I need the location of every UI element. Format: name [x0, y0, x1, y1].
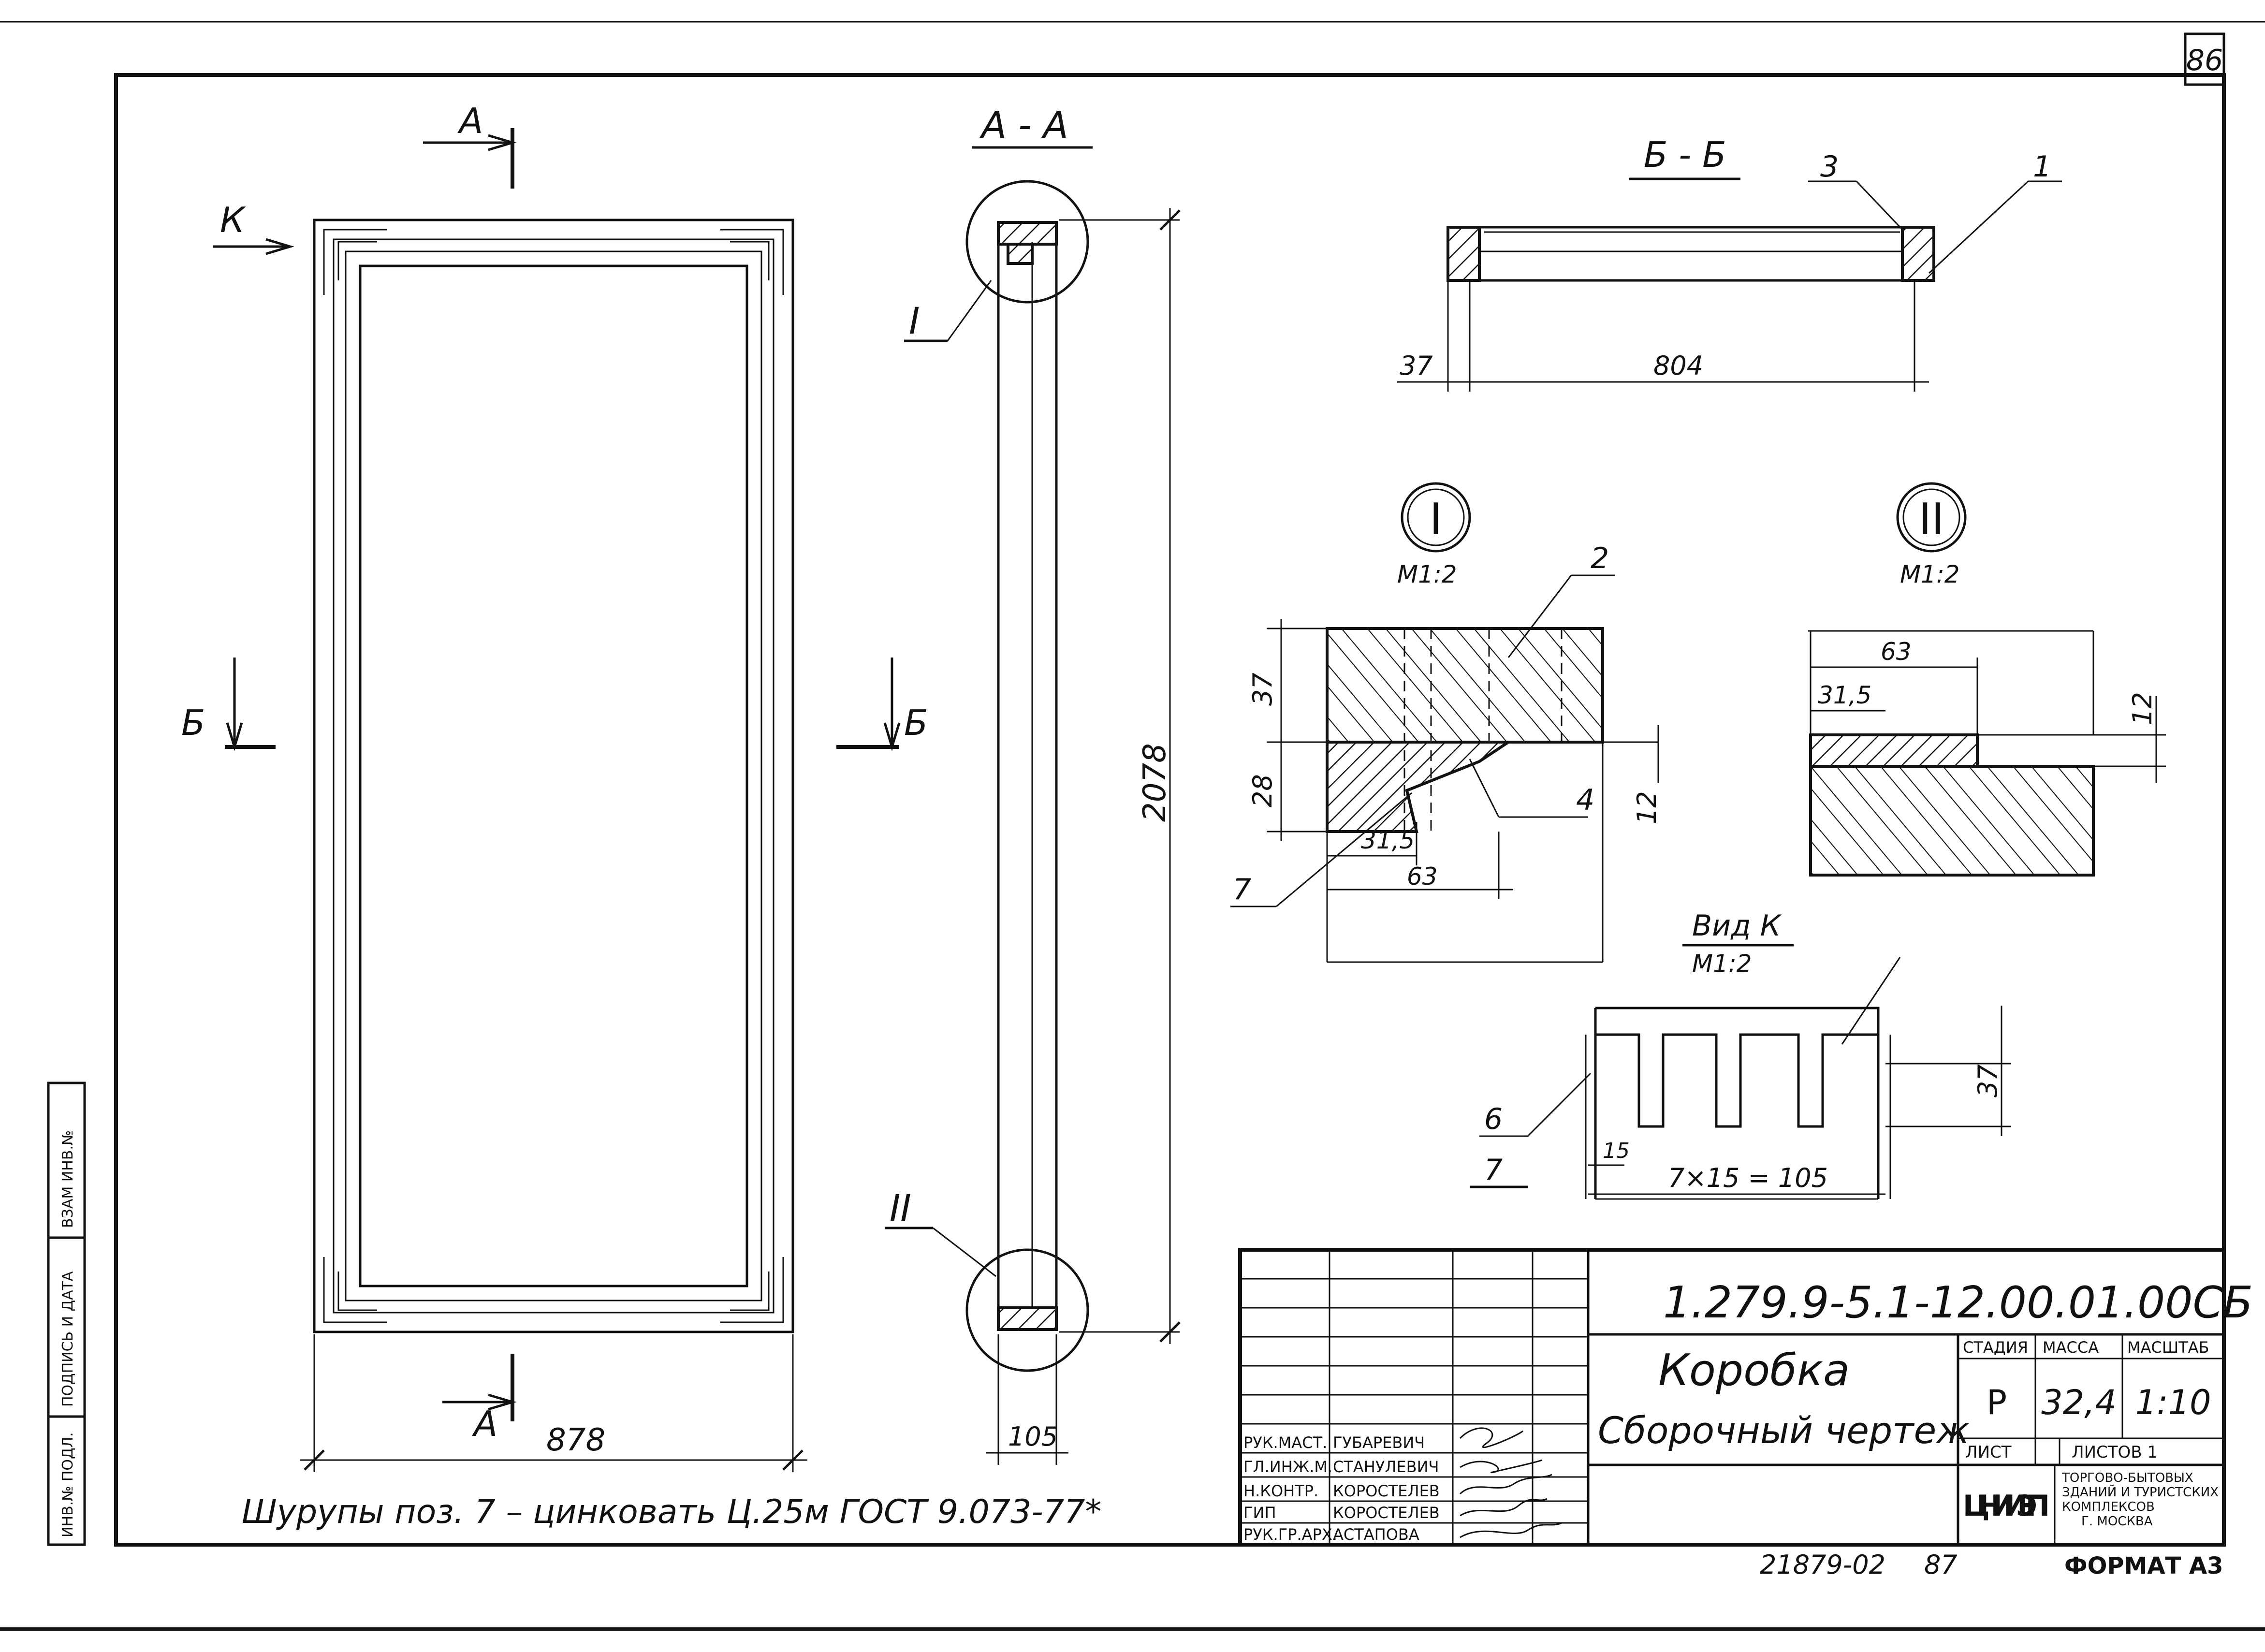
org-logo: ЦНИИЭП	[1963, 1489, 2050, 1523]
callout-circle-2	[965, 1248, 1089, 1372]
doc-name-line1: Коробка	[1658, 1345, 1850, 1396]
role-1: ГЛ.ИНЖ.М.	[1243, 1458, 1332, 1476]
signature-1	[1460, 1459, 1543, 1474]
callout-label-1: I	[909, 299, 920, 342]
detail-1-scale: М1:2	[1397, 560, 1457, 588]
scale-value: 1:10	[2135, 1383, 2211, 1422]
section-mark-b-right: Б	[904, 702, 928, 743]
detail-2-dim-12: 12	[2127, 692, 2158, 725]
detail-2-dim-63: 63	[1881, 638, 1912, 666]
role-3: ГИП	[1243, 1504, 1276, 1522]
view-k-title: Вид К	[1692, 909, 1782, 943]
dim-width-105: 105	[1008, 1421, 1058, 1452]
stamp-inv-podl: ИНВ.№ ПОДЛ.	[59, 1432, 76, 1537]
name-0: ГУБАРЕВИЧ	[1333, 1433, 1425, 1452]
side-stamp: ИНВ.№ ПОДЛ. ПОДПИСЬ И ДАТА ВЗАМ ИНВ.№	[47, 1082, 86, 1546]
dim-height-2078: 2078	[1137, 743, 1173, 822]
sheet-frame: 86	[0, 21, 2265, 1631]
detail-2-label: II	[1918, 494, 1944, 545]
section-mark-a-top: А	[457, 101, 483, 141]
view-k-dim-15: 15	[1603, 1139, 1630, 1163]
stage-header: СТАДИЯ	[1963, 1338, 2028, 1357]
org-line2: ЗДАНИЙ И ТУРИСТСКИХ	[2062, 1484, 2219, 1500]
section-mark-a-bottom: А	[472, 1403, 497, 1444]
scale-header: МАСШТАБ	[2127, 1338, 2209, 1357]
stamp-signature-date: ПОДПИСЬ И ДАТА	[59, 1271, 76, 1407]
detail-1: I М1:2 37 28 12 31,5 63 2 4	[1230, 482, 1662, 963]
section-aa-title: А - А	[979, 103, 1068, 146]
org-line4: Г. МОСКВА	[2081, 1514, 2153, 1529]
role-4: РУК.ГР.АРХ.	[1243, 1525, 1337, 1544]
view-k-scale: М1:2	[1692, 950, 1752, 978]
signature-0	[1459, 1427, 1523, 1448]
view-k-pos-6: 6	[1484, 1102, 1503, 1136]
dim-bb-37: 37	[1400, 351, 1433, 381]
view-k-pos-7: 7	[1484, 1153, 1503, 1187]
view-arrow-k: К	[220, 200, 246, 240]
dim-bb-804: 804	[1653, 351, 1703, 381]
title-block: РУК.МАСТ. ГУБАРЕВИЧ ГЛ.ИНЖ.М. СТАНУЛЕВИЧ…	[1238, 1248, 2253, 1547]
pos-1: 1	[2033, 150, 2051, 184]
detail-2-scale: М1:2	[1900, 560, 1960, 588]
role-2: Н.КОНТР.	[1243, 1482, 1318, 1500]
archive-number: 21879-02	[1760, 1550, 1885, 1580]
section-a-a: А - А I II 2078 105	[885, 103, 1181, 1465]
signature-4	[1460, 1522, 1562, 1538]
page-number: 87	[1924, 1550, 1958, 1580]
view-k: Вид К М1:2 37 15 7×15 = 105 6 7	[1470, 909, 2011, 1200]
sheet-number: 86	[2186, 44, 2223, 77]
pos-3: 3	[1820, 150, 1839, 184]
org-line1: ТОРГОВО-БЫТОВЫХ	[2061, 1471, 2193, 1485]
detail-1-dim-31-5: 31,5	[1361, 826, 1415, 854]
sheets-label: ЛИСТОВ 1	[2072, 1443, 2158, 1462]
name-1: СТАНУЛЕВИЧ	[1333, 1458, 1439, 1476]
detail-1-label: I	[1430, 494, 1443, 545]
signature-3	[1460, 1498, 1548, 1517]
detail-1-dim-37: 37	[1247, 672, 1278, 706]
detail-1-pos-4: 4	[1576, 783, 1594, 817]
section-bb-title: Б - Б	[1644, 134, 1726, 175]
role-0: РУК.МАСТ.	[1243, 1433, 1327, 1452]
name-3: КОРОСТЕЛЕВ	[1333, 1504, 1440, 1522]
view-k-dim-total: 7×15 = 105	[1668, 1163, 1828, 1193]
doc-name-line2: Сборочный чертеж	[1598, 1409, 1970, 1452]
note-screws: Шурупы поз. 7 – цинковать Ц.25м ГОСТ 9.0…	[242, 1493, 1101, 1531]
mass-header: МАССА	[2043, 1338, 2099, 1357]
name-2: КОРОСТЕЛЕВ	[1333, 1482, 1440, 1500]
format-label: ФОРМАТ А3	[2064, 1552, 2223, 1579]
detail-2-dim-31-5: 31,5	[1818, 681, 1871, 709]
detail-2: II М1:2 63 31,5 12	[1808, 482, 2166, 877]
mass-value: 32,4	[2041, 1383, 2117, 1422]
section-b-b: Б - Б 3 1 37 804	[1397, 134, 2062, 392]
section-mark-b-left: Б	[181, 702, 205, 743]
name-4: АСТАПОВА	[1333, 1525, 1419, 1544]
detail-1-dim-28: 28	[1247, 774, 1278, 807]
sheet-label: ЛИСТ	[1965, 1443, 2012, 1462]
detail-1-dim-12: 12	[1632, 791, 1662, 824]
sheet-number-box	[2184, 32, 2225, 86]
view-k-dim-37: 37	[1973, 1064, 2003, 1097]
signature-2	[1459, 1474, 1552, 1495]
org-line3: КОМПЛЕКСОВ	[2062, 1500, 2155, 1514]
callout-label-2: II	[890, 1186, 911, 1229]
detail-1-dim-63: 63	[1407, 863, 1438, 891]
stamp-vzam-inv: ВЗАМ ИНВ.№	[59, 1130, 76, 1228]
stage-value: Р	[1987, 1383, 2007, 1422]
detail-1-pos-2: 2	[1591, 541, 1609, 575]
frame-elevation-view: А К Б Б А 878	[181, 101, 928, 1472]
callout-circle-1	[965, 180, 1089, 304]
detail-1-pos-7: 7	[1233, 873, 1251, 906]
dim-width-878: 878	[546, 1422, 605, 1458]
doc-code: 1.279.9-5.1-12.00.01.00СБ	[1663, 1277, 2253, 1328]
